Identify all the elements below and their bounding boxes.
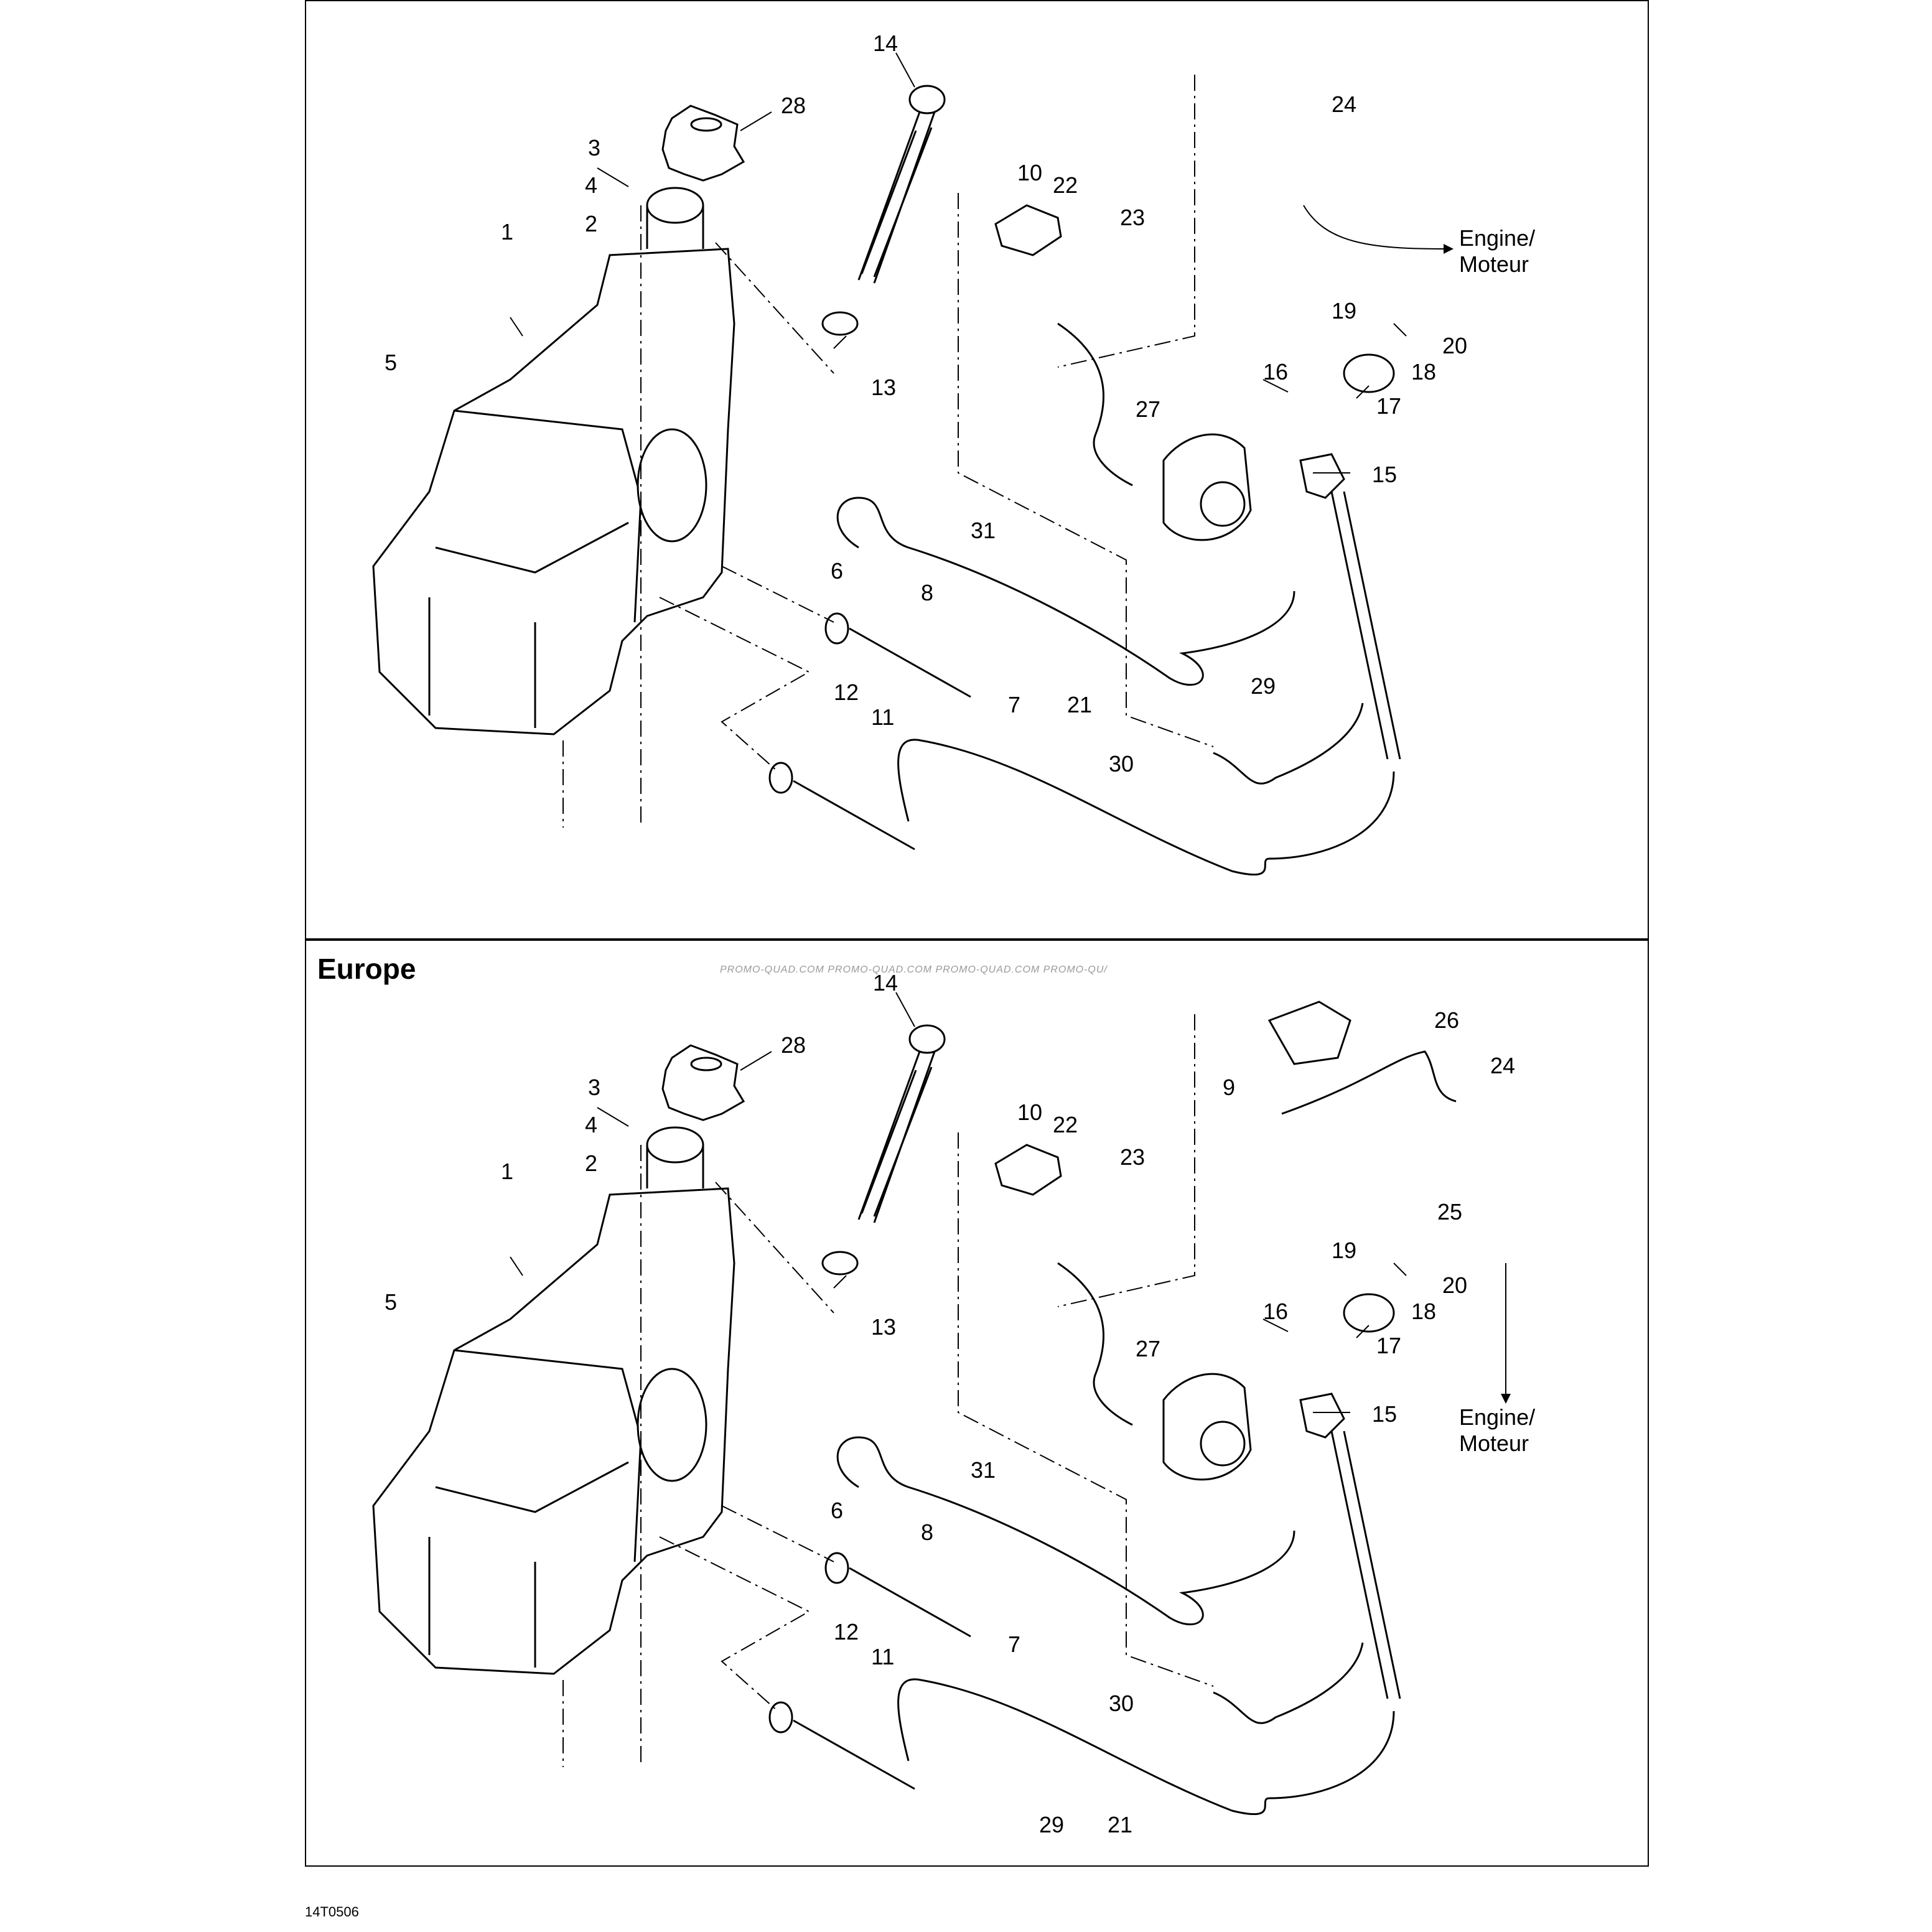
engine-label-top: Engine/ <box>1459 225 1535 251</box>
callout-9: 9 <box>1223 1075 1235 1100</box>
figure-code: 14T0506 <box>305 1904 359 1920</box>
callout-23: 23 <box>1120 205 1145 230</box>
callout-22: 22 <box>1053 172 1078 198</box>
callout-27: 27 <box>1136 1336 1160 1361</box>
callout-20: 20 <box>1442 333 1467 358</box>
callout-16: 16 <box>1263 359 1288 385</box>
callout-24: 24 <box>1490 1053 1515 1078</box>
top-callouts: 1 2 3 4 5 6 7 8 10 11 12 13 14 15 16 17 … <box>385 30 1467 777</box>
callout-15: 15 <box>1372 1401 1397 1427</box>
callout-31: 31 <box>971 518 996 543</box>
callout-6: 6 <box>831 558 843 584</box>
callout-26: 26 <box>1434 1007 1459 1033</box>
callout-2: 2 <box>585 1150 597 1176</box>
callout-31: 31 <box>971 1457 996 1483</box>
callout-18: 18 <box>1411 1299 1436 1324</box>
callout-30: 30 <box>1109 751 1134 777</box>
callout-29: 29 <box>1039 1812 1064 1837</box>
callout-5: 5 <box>385 350 397 375</box>
callout-16: 16 <box>1263 1299 1288 1324</box>
moteur-label-europe: Moteur <box>1459 1430 1529 1456</box>
callout-7: 7 <box>1008 692 1020 717</box>
callout-20: 20 <box>1442 1272 1467 1298</box>
callout-19: 19 <box>1332 298 1356 324</box>
callout-13: 13 <box>871 375 896 400</box>
callout-18: 18 <box>1411 359 1436 385</box>
callout-4: 4 <box>585 1112 597 1137</box>
callout-25: 25 <box>1437 1199 1462 1225</box>
callout-21: 21 <box>1108 1812 1132 1837</box>
callout-11: 11 <box>871 1644 894 1669</box>
engine-arrow-top <box>1303 205 1444 250</box>
engine-label-europe: Engine/ <box>1459 1404 1535 1430</box>
section-title-europe: Europe <box>317 953 416 985</box>
callout-6: 6 <box>831 1498 843 1523</box>
callout-3: 3 <box>588 1075 600 1100</box>
callout-27: 27 <box>1136 396 1160 422</box>
watermark: PROMO-QUAD.COM PROMO-QUAD.COM PROMO-QUAD… <box>720 964 1108 975</box>
callout-11: 11 <box>871 704 894 730</box>
callout-17: 17 <box>1376 1333 1401 1358</box>
callout-5: 5 <box>385 1289 397 1315</box>
europe-callouts: 1 2 3 4 5 6 7 8 9 10 11 12 13 14 15 16 1… <box>385 970 1515 1837</box>
callout-19: 19 <box>1332 1238 1356 1263</box>
callout-4: 4 <box>585 172 597 198</box>
callout-23: 23 <box>1120 1144 1145 1170</box>
callout-8: 8 <box>921 580 933 605</box>
callout-15: 15 <box>1372 462 1397 487</box>
moteur-label-top: Moteur <box>1459 251 1529 277</box>
callout-28: 28 <box>781 93 806 118</box>
callout-17: 17 <box>1376 393 1401 419</box>
callout-30: 30 <box>1109 1691 1134 1716</box>
callout-13: 13 <box>871 1314 896 1340</box>
callout-7: 7 <box>1008 1631 1020 1657</box>
callout-10: 10 <box>1017 160 1042 185</box>
callout-21: 21 <box>1067 692 1092 717</box>
callout-14: 14 <box>873 30 898 56</box>
callout-1: 1 <box>501 219 513 245</box>
callout-3: 3 <box>588 135 600 161</box>
callout-10: 10 <box>1017 1099 1042 1125</box>
callout-2: 2 <box>585 211 597 236</box>
callout-28: 28 <box>781 1032 806 1058</box>
callout-24: 24 <box>1332 91 1356 117</box>
callout-29: 29 <box>1251 673 1276 699</box>
callout-12: 12 <box>834 679 859 705</box>
callout-12: 12 <box>834 1619 859 1645</box>
callout-1: 1 <box>501 1159 513 1184</box>
callout-14: 14 <box>873 970 898 996</box>
callout-22: 22 <box>1053 1112 1078 1137</box>
callout-8: 8 <box>921 1519 933 1545</box>
